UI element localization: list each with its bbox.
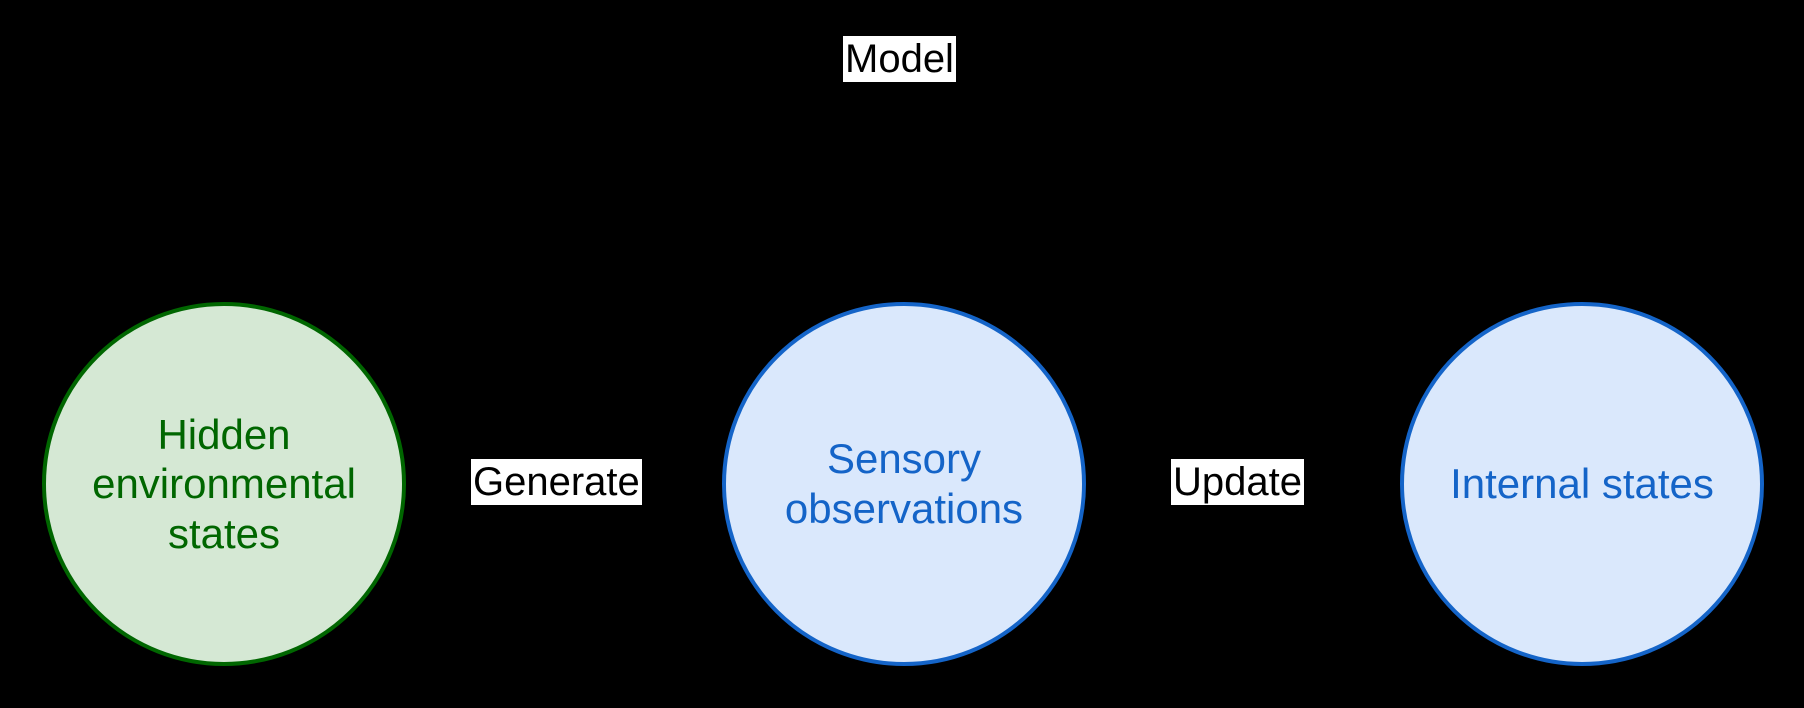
diagram-title-label: Model: [843, 36, 956, 82]
node-hidden-environmental-states[interactable]: Hidden environmental states: [42, 302, 406, 666]
node-sensory-observations-label: Sensory observations: [784, 435, 1024, 532]
node-hidden-environmental-states-label: Hidden environmental states: [92, 410, 356, 557]
node-sensory-observations[interactable]: Sensory observations: [722, 302, 1086, 666]
edge-label-update: Update: [1171, 459, 1304, 505]
node-internal-states[interactable]: Internal states: [1400, 302, 1764, 666]
node-internal-states-label: Internal states: [1450, 460, 1714, 508]
edge-label-generate: Generate: [471, 459, 642, 505]
